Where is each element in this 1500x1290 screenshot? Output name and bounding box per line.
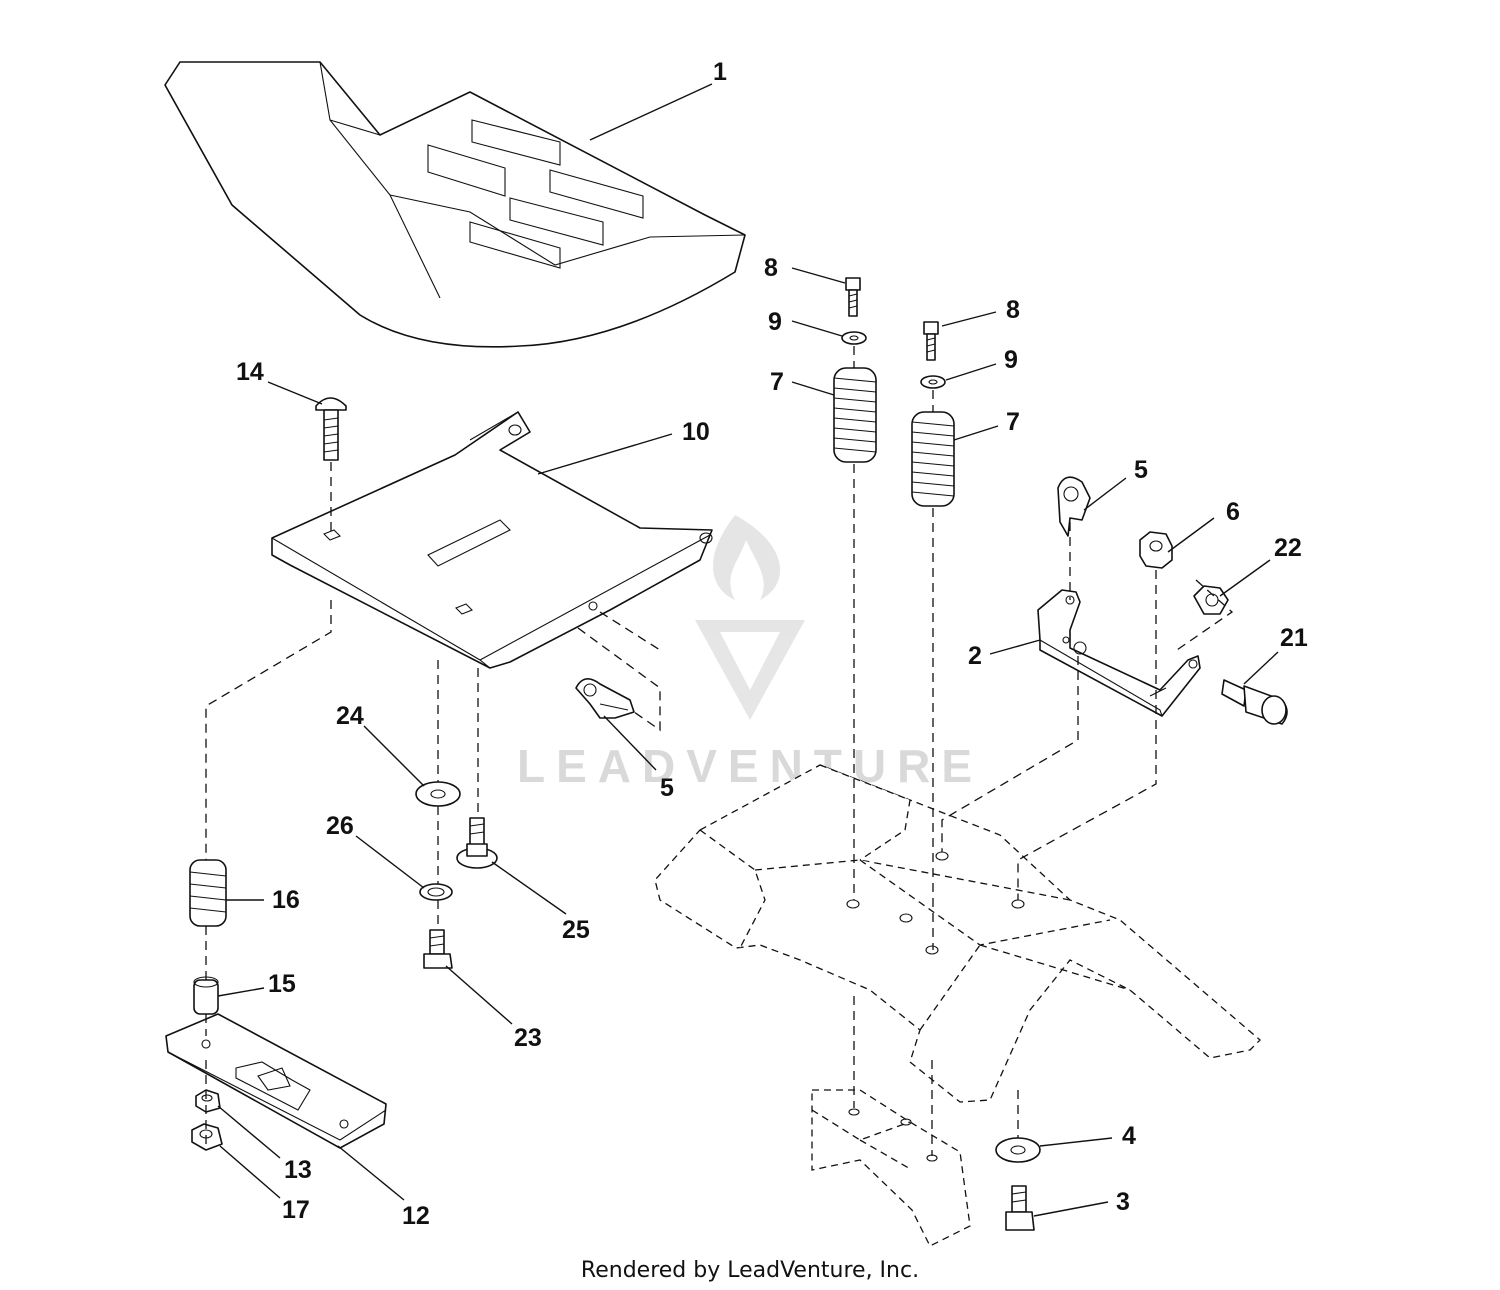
flat-washer-part-24[interactable]	[415, 781, 461, 807]
callout-9a: 9	[768, 308, 782, 336]
flange-bolt-part[interactable]	[456, 817, 498, 869]
callout-22: 22	[1274, 534, 1302, 562]
hex-bolt-part-3[interactable]	[1005, 1185, 1035, 1231]
watermark-logo	[695, 515, 805, 720]
callout-labels: 1 10 14 8 9 7 8 9 7 5 6 22 2 21 5 24 26 …	[236, 58, 1308, 1230]
callout-10: 10	[682, 418, 710, 446]
callout-12: 12	[402, 1202, 430, 1230]
bolt-part-8b[interactable]	[923, 321, 939, 361]
spring-part-7a[interactable]	[833, 367, 877, 463]
flange-nut-part-17[interactable]	[191, 1123, 223, 1151]
callout-4: 4	[1122, 1122, 1136, 1150]
callout-26: 26	[326, 812, 354, 840]
callout-17: 17	[282, 1196, 310, 1224]
flat-washer-part-4[interactable]	[995, 1137, 1041, 1163]
washer-part-9a[interactable]	[841, 331, 867, 345]
callout-7a: 7	[770, 368, 784, 396]
callout-7b: 7	[1006, 408, 1020, 436]
callout-8b: 8	[1006, 296, 1020, 324]
washer-part-9b[interactable]	[920, 375, 946, 389]
callout-5b: 5	[660, 774, 674, 802]
clip-part-5b[interactable]	[575, 678, 635, 719]
callout-16: 16	[272, 886, 300, 914]
spacer-part[interactable]	[193, 976, 219, 1015]
callout-24: 24	[336, 702, 364, 730]
callout-25: 25	[562, 916, 590, 944]
spring-part-16[interactable]	[189, 859, 227, 927]
carriage-bolt-part[interactable]	[315, 397, 347, 461]
callout-9b: 9	[1004, 346, 1018, 374]
adjustment-plate-part[interactable]	[165, 1013, 387, 1149]
assembly-lines	[205, 346, 1234, 1156]
spring-part-7b[interactable]	[911, 411, 955, 507]
callout-5a: 5	[1134, 456, 1148, 484]
hex-bolt-part-23[interactable]	[423, 929, 453, 969]
lock-nut-part[interactable]	[1139, 531, 1173, 569]
bolt-part-8a[interactable]	[845, 277, 861, 317]
lock-washer-part[interactable]	[419, 883, 453, 901]
callout-8a: 8	[764, 254, 778, 282]
callout-2: 2	[968, 642, 982, 670]
flange-nut-part-13[interactable]	[195, 1089, 221, 1113]
seat-part[interactable]	[164, 61, 746, 348]
shoulder-bolt-part[interactable]	[1221, 679, 1288, 725]
callout-13: 13	[284, 1156, 312, 1184]
callout-23: 23	[514, 1024, 542, 1052]
callout-6: 6	[1226, 498, 1240, 526]
nut-part-22[interactable]	[1193, 585, 1229, 615]
tractor-frame-phantom	[654, 764, 1261, 1247]
leader-lines	[217, 83, 1279, 1217]
callout-15: 15	[268, 970, 296, 998]
watermark-text: LEADVENTURE	[517, 740, 983, 792]
footer-credit: Rendered by LeadVenture, Inc.	[580, 1258, 920, 1283]
callout-14: 14	[236, 358, 264, 386]
clip-part-5a[interactable]	[1057, 476, 1091, 537]
callout-21: 21	[1280, 624, 1308, 652]
bracket-part[interactable]	[1037, 589, 1201, 717]
callout-1: 1	[713, 58, 727, 86]
seat-pan-part[interactable]	[271, 411, 713, 669]
callout-3: 3	[1116, 1188, 1130, 1216]
